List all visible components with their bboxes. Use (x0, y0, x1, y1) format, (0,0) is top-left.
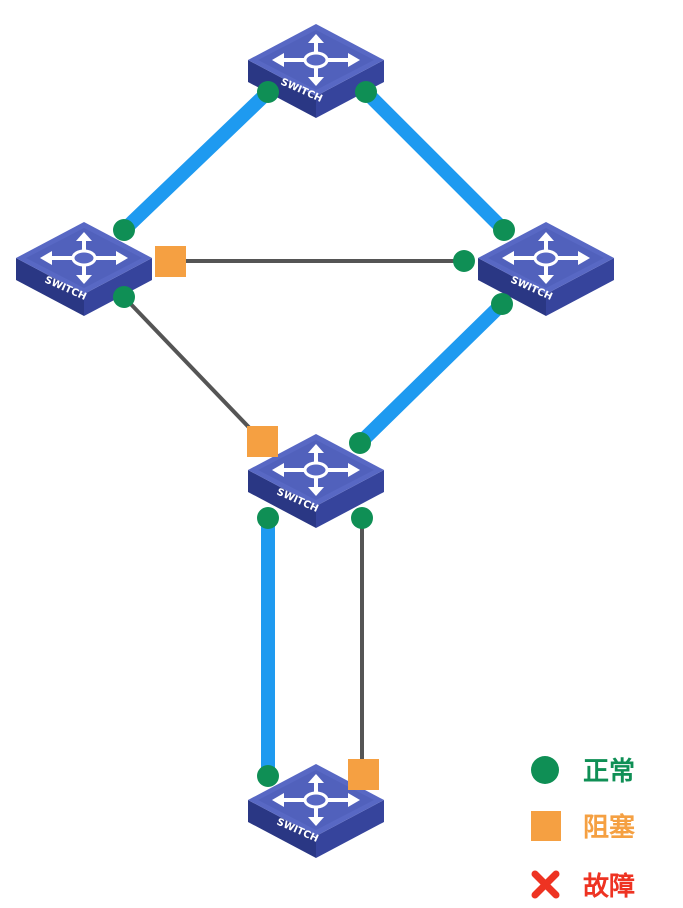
legend: 正常 阻塞 故障 (531, 756, 635, 902)
link-top-right (359, 85, 511, 237)
port-blocked (348, 759, 379, 790)
active-links (117, 85, 511, 783)
switch-top: SWITCH (246, 22, 386, 120)
port-normal (257, 507, 279, 529)
switch-bottom: SWITCH (246, 762, 386, 860)
port-blocked (155, 246, 186, 277)
link-left-middle (122, 295, 264, 443)
legend-fault-icon (531, 870, 560, 899)
legend-fault-label: 故障 (583, 871, 635, 902)
port-normal (257, 81, 279, 103)
port-normal (113, 286, 135, 308)
legend-normal-label: 正常 (583, 757, 635, 787)
port-blocked (247, 426, 278, 457)
blocked-ports (155, 246, 379, 790)
switch-right: SWITCH (476, 220, 616, 318)
legend-blocked-label: 阻塞 (583, 812, 635, 843)
link-top-left (117, 85, 275, 237)
switch-middle: SWITCH (246, 432, 386, 530)
port-normal (493, 219, 515, 241)
normal-ports (113, 81, 515, 787)
port-normal (257, 765, 279, 787)
link-right-middle (353, 297, 509, 450)
port-normal (453, 250, 475, 272)
port-normal (355, 81, 377, 103)
legend-blocked-icon (531, 811, 561, 841)
switch-left: SWITCH (14, 220, 154, 318)
port-normal (113, 219, 135, 241)
legend-normal-icon (531, 756, 559, 784)
port-normal (349, 432, 371, 454)
port-normal (491, 293, 513, 315)
port-normal (351, 507, 373, 529)
blocked-links (122, 259, 464, 775)
